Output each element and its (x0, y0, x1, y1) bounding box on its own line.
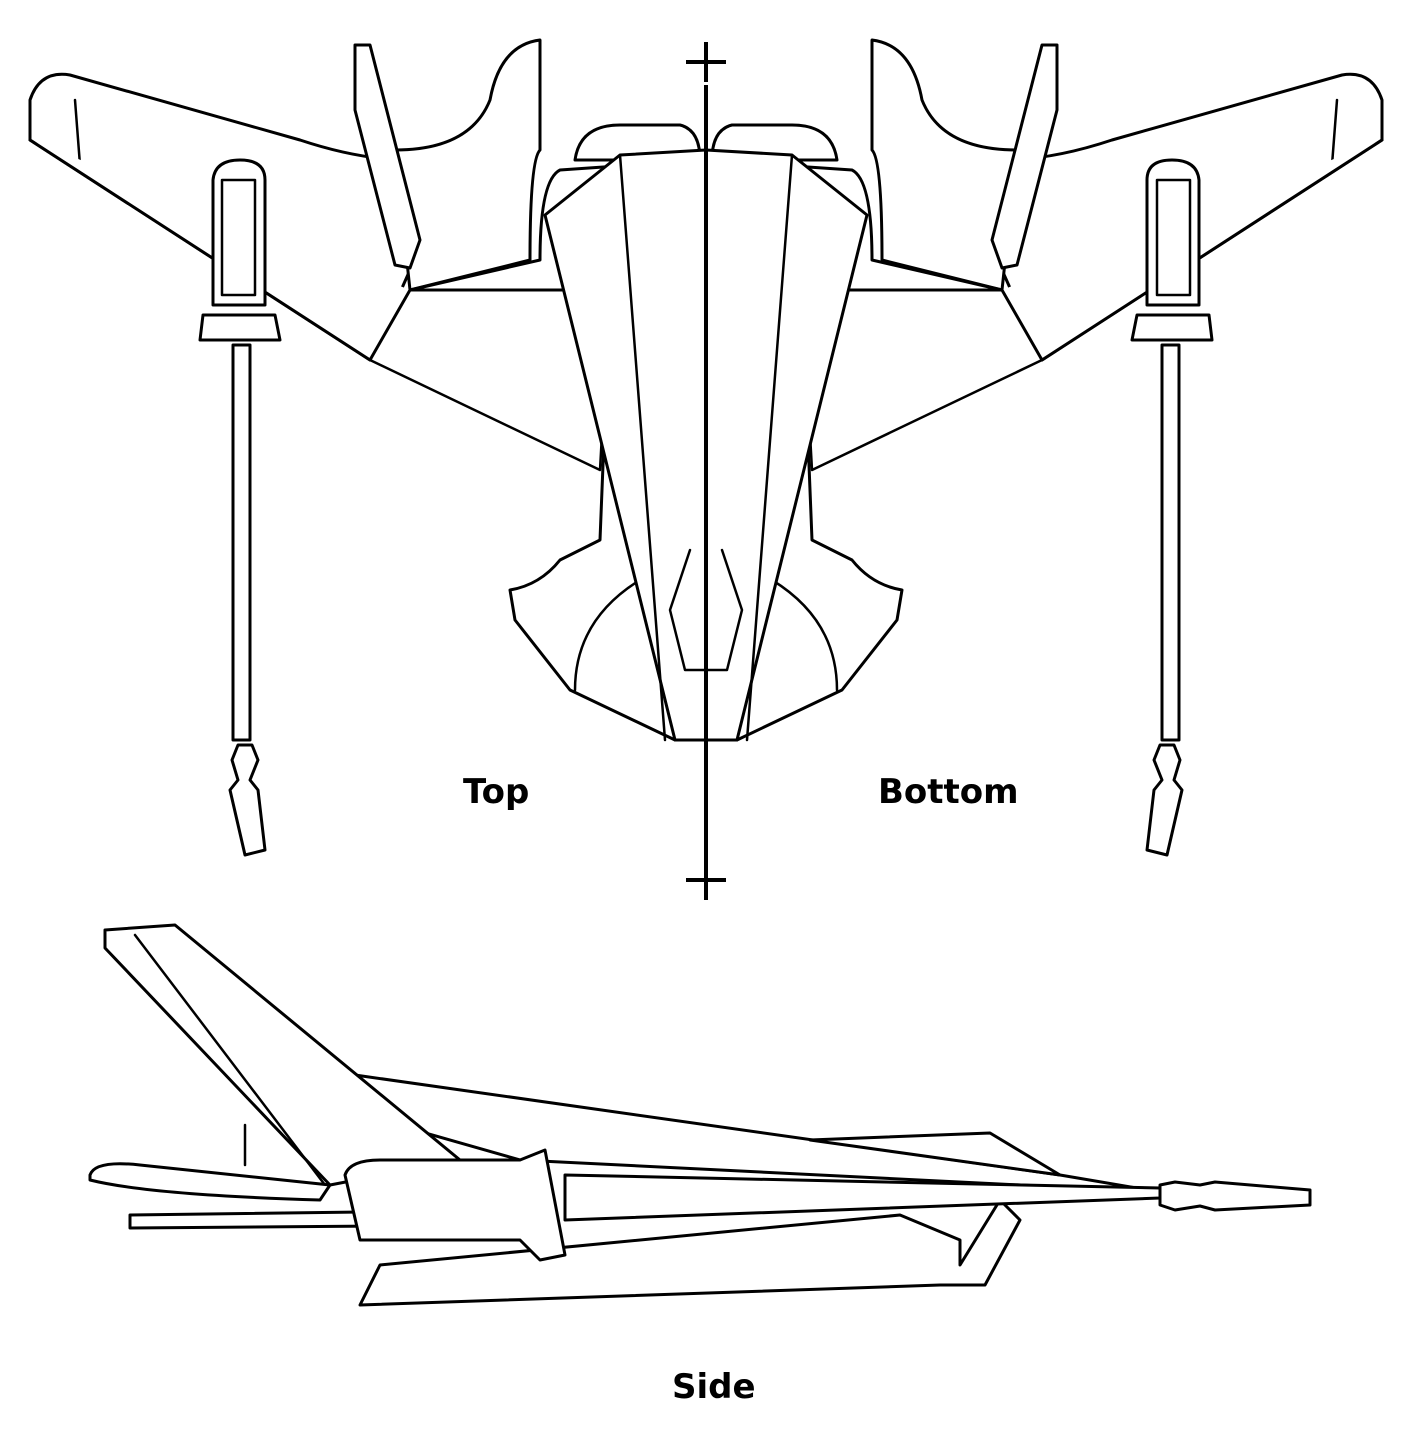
side-nacelle (343, 1148, 567, 1262)
plus-marker-top (686, 42, 726, 82)
top-view (28, 38, 708, 857)
label-side: Side (672, 1367, 756, 1407)
label-top: Top (463, 772, 530, 812)
side-view (88, 923, 1312, 1307)
bottom-view (704, 38, 1384, 857)
side-lower-hull (358, 1198, 1022, 1307)
label-bottom: Bottom (878, 772, 1019, 812)
plus-marker-bottom (686, 860, 726, 900)
side-nacelle-tip (1158, 1180, 1312, 1212)
side-upper-wing (88, 1162, 332, 1202)
